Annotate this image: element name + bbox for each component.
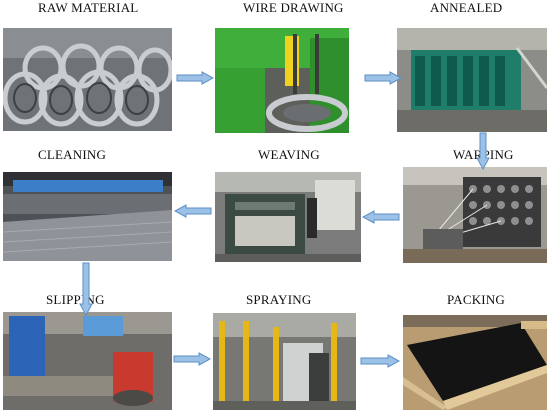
- step-label-raw-material: RAW MATERIAL: [38, 0, 139, 15]
- step-label-annealed: ANNEALED: [430, 0, 503, 15]
- arrow-right-3: [173, 352, 211, 366]
- photo-wire-drawing: [215, 28, 349, 133]
- arrow-left-2: [174, 204, 212, 218]
- arrow-left-1: [362, 210, 400, 224]
- step-label-weaving: WEAVING: [258, 147, 320, 162]
- arrow-down-1: [476, 132, 490, 170]
- photo-weaving: [215, 172, 361, 262]
- photo-warping: [403, 167, 547, 263]
- photo-cleaning: [3, 172, 172, 261]
- photo-packing: [403, 315, 547, 410]
- photo-annealed: [397, 28, 547, 132]
- arrow-right-2: [364, 71, 402, 85]
- photo-spraying: [213, 313, 356, 410]
- step-label-cleaning: CLEANING: [38, 147, 107, 162]
- step-label-wire-drawing: WIRE DRAWING: [243, 0, 344, 15]
- arrow-down-2: [79, 262, 93, 316]
- arrow-right-4: [360, 354, 400, 368]
- step-label-slipping: SLIPPING: [46, 292, 105, 307]
- step-label-packing: PACKING: [447, 292, 505, 307]
- step-label-spraying: SPRAYING: [246, 292, 312, 307]
- photo-slipping: [3, 312, 172, 410]
- photo-raw-material: [3, 28, 172, 131]
- arrow-right-1: [176, 71, 214, 85]
